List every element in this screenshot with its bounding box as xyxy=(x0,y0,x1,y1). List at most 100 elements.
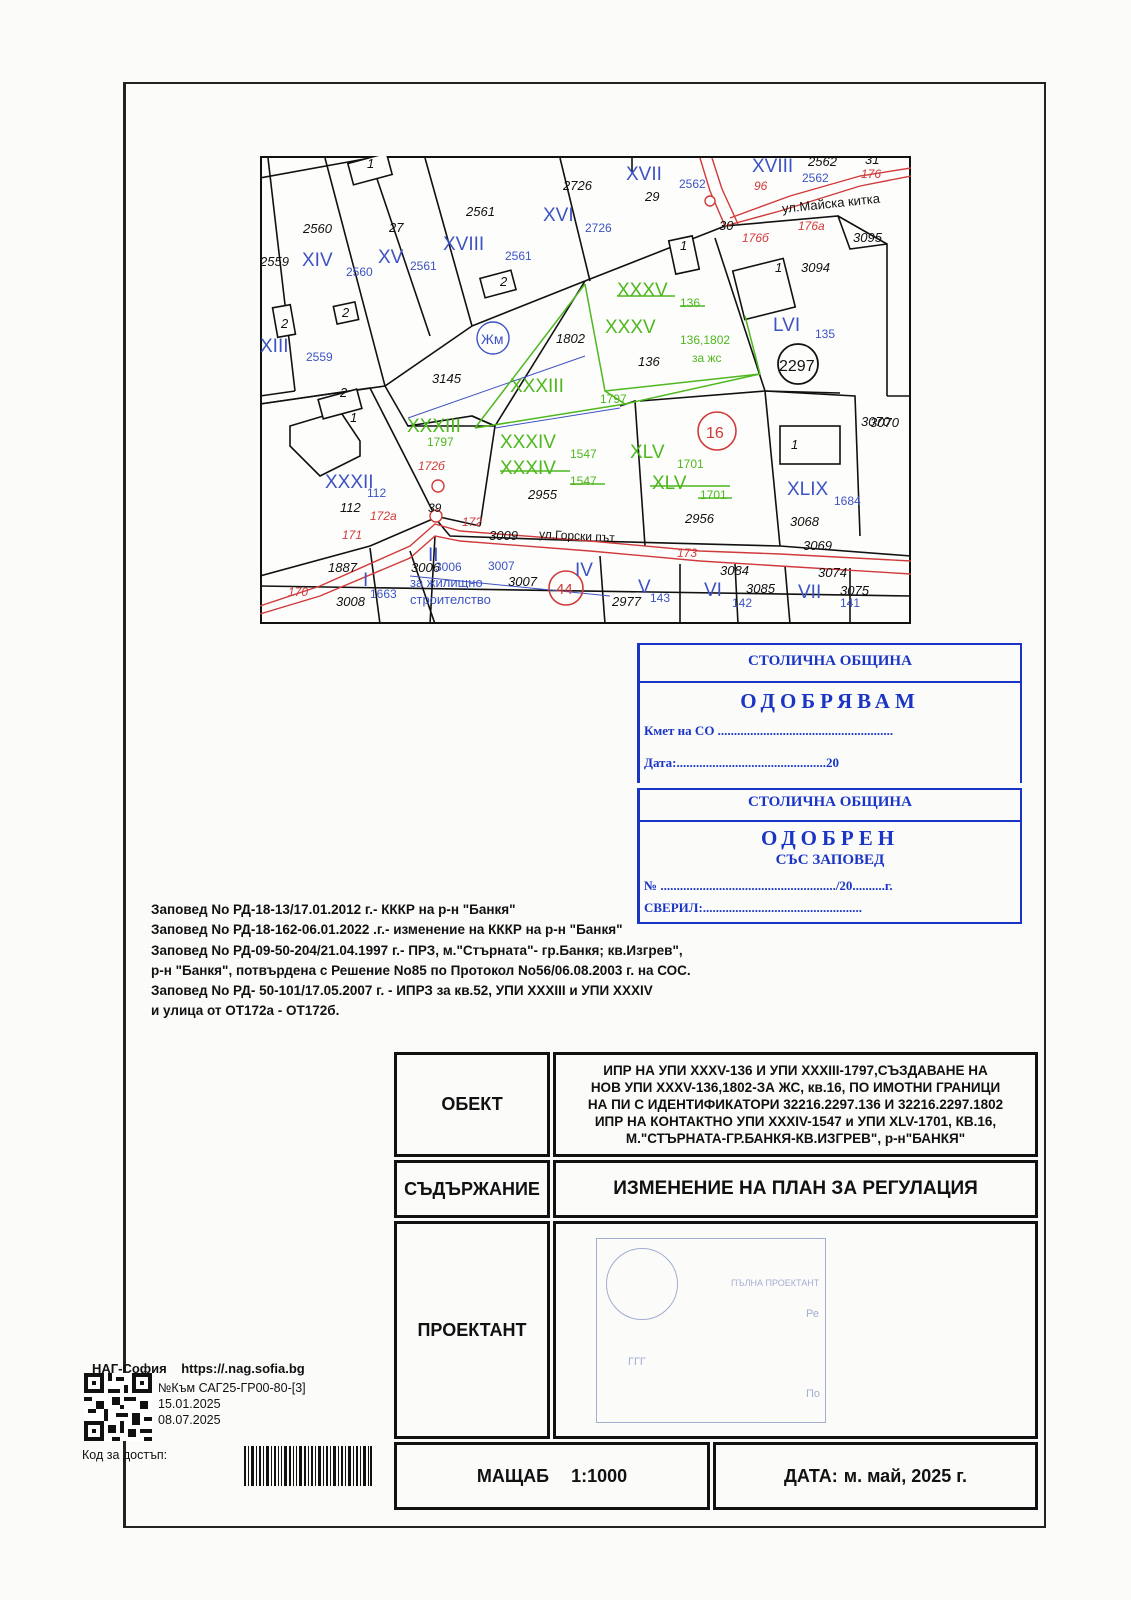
title-block: ОБЕКТ ИПР НА УПИ XXXV-136 И УПИ XXXIII-1… xyxy=(394,1052,1038,1518)
building-number: 1 xyxy=(791,437,798,452)
street-regulation-lines xyxy=(260,157,911,615)
nag-name: НАГ-София xyxy=(92,1361,167,1376)
upi-label-old: XXXIV xyxy=(500,458,556,479)
green-note: за жс xyxy=(692,351,722,365)
building-number: 1 xyxy=(775,260,782,275)
parcel-number: 2562 xyxy=(807,156,838,169)
pin-label: 176б xyxy=(742,231,770,245)
block-number-16: 16 xyxy=(706,425,724,442)
parcel-number: 31 xyxy=(865,156,879,167)
upi-label: XIII xyxy=(260,336,289,357)
mayor-line: Кмет на СО .............................… xyxy=(644,723,894,738)
parcel-number: 2560 xyxy=(302,221,333,236)
zone-label: Жм xyxy=(481,331,504,347)
parcel-boundaries xyxy=(260,157,911,624)
upi-label: II xyxy=(428,545,439,566)
drawing-frame xyxy=(123,82,1046,1528)
upi-subscript: 2560 xyxy=(346,265,373,279)
upi-subscript: 1663 xyxy=(370,587,397,601)
order-line: Заповед No РД- 50-101/17.05.2007 г. - ИП… xyxy=(151,983,653,999)
parcel-number: 3145 xyxy=(432,371,462,386)
building-number: 2 xyxy=(339,385,348,400)
designer-stamp-text: По xyxy=(806,1388,821,1400)
object-description: ИПР НА УПИ XXXV-136 И УПИ XXXIII-1797,СЪ… xyxy=(553,1052,1038,1157)
pin-label: 176 xyxy=(861,167,881,181)
parcel-number: 3070 xyxy=(861,414,891,429)
cadastral-map: 2560 27 2561 2726 29 2562 31 3095 3094 2… xyxy=(260,156,911,624)
access-code-label: Код за достъп: xyxy=(82,1448,168,1462)
upi-label: XVII xyxy=(626,164,662,185)
reg-number: №Към САГ25-ГР00-80-[3] xyxy=(158,1381,306,1395)
strikeouts xyxy=(500,295,732,499)
stamp-action: ОДОБРЕН xyxy=(760,826,900,850)
upi-label-old: XXXV xyxy=(617,280,668,301)
upi-subscript: 2561 xyxy=(505,249,532,263)
pin-label: 171 xyxy=(342,528,362,542)
upi-subscript: 2726 xyxy=(585,221,612,235)
upi-subscript: 1547 xyxy=(570,447,597,461)
parcel-number: 3085 xyxy=(746,581,776,596)
upi-label: V xyxy=(638,577,651,598)
pin-label: 39 xyxy=(428,501,442,515)
upi-subscript: 1547 xyxy=(570,474,597,488)
parcel-number: 27 xyxy=(388,220,404,235)
parcel-number: 1887 xyxy=(328,560,358,575)
zone-circle xyxy=(476,321,510,355)
designer-stamp-text: Ре xyxy=(806,1308,819,1320)
block-number-2297: 2297 xyxy=(779,358,815,375)
upi-subscript: 135 xyxy=(815,327,835,341)
object-line: НА ПИ С ИДЕНТИФИКАТОРИ 32216.2297.136 И … xyxy=(587,1097,1004,1112)
upi-subscript: 2562 xyxy=(802,171,829,185)
upi-subscript: 142 xyxy=(732,596,752,610)
designer-stamp-text: ПЪЛНА ПРОЕКТАНТ xyxy=(731,1278,820,1288)
order-line: Заповед No РД-18-162-06.01.2022 .г.- изм… xyxy=(151,922,623,938)
parcel-number: 29 xyxy=(644,189,659,204)
upi-label: XIV xyxy=(302,250,333,271)
nag-registration: №Към САГ25-ГР00-80-[3] 15.01.2025 08.07.… xyxy=(158,1380,306,1428)
barcode xyxy=(244,1446,372,1486)
building-number: 1 xyxy=(680,238,687,253)
upi-label-old: XXXIII xyxy=(407,416,461,437)
pin-label: 172а xyxy=(370,509,397,523)
stamp-action: ОДОБРЯВАМ xyxy=(740,689,920,713)
designer-box: ГГГ ПЪЛНА ПРОЕКТАНТ Ре По xyxy=(553,1221,1038,1439)
upi-label: VII xyxy=(798,582,821,603)
building-number: 1 xyxy=(350,410,357,425)
block-circle-16 xyxy=(697,411,737,451)
parcel-number: 2955 xyxy=(527,487,558,502)
street-label: ул.Горски път xyxy=(539,527,616,545)
upi-label-new: XXXIII xyxy=(510,376,564,397)
upi-subscript: 2559 xyxy=(306,350,333,364)
housing-note: строителство xyxy=(410,592,491,607)
parcel-number: 2956 xyxy=(684,511,715,526)
parcel-number: 136 xyxy=(638,354,660,369)
designer-stamp-faded: ГГГ ПЪЛНА ПРОЕКТАНТ Ре По xyxy=(596,1238,826,1423)
scale-label: МАЩАБ xyxy=(476,1465,550,1486)
upi-subscript-old: 136 xyxy=(680,296,700,310)
upi-label: XVIII xyxy=(752,156,793,177)
parcel-number: 3070 xyxy=(870,415,900,430)
date-line: Дата:...................................… xyxy=(644,755,839,770)
upi-label-new: XXXV xyxy=(605,317,656,338)
content-label: СЪДЪРЖАНИЕ xyxy=(394,1160,550,1218)
nag-url[interactable]: https://.nag.sofia.bg xyxy=(181,1361,305,1376)
building-number: 2 xyxy=(341,305,350,320)
upi-label: XLIX xyxy=(787,479,829,500)
upi-label: XXXII xyxy=(325,472,374,493)
block-circle-2297 xyxy=(777,343,819,385)
order-line: и улица от ОТ172а - ОТ172б. xyxy=(151,1003,340,1019)
upi-subscript: 112 xyxy=(367,486,386,500)
object-line: М."СТЪРНАТА-ГР.БАНКЯ-КВ.ИЗГРЕВ", р-н"БАН… xyxy=(625,1131,966,1146)
building-number: 1 xyxy=(367,156,374,171)
pin-label: 96 xyxy=(754,179,768,193)
pin-label: 172 xyxy=(462,515,482,529)
date-value: м. май, 2025 г. xyxy=(843,1465,967,1486)
parcel-number: 3006 xyxy=(411,560,441,575)
order-line: р-н "Банкя", потвърдена с Решение No85 п… xyxy=(151,962,691,978)
buildings xyxy=(271,156,841,477)
parcel-number: 30 xyxy=(719,218,734,233)
upi-label: XVIII xyxy=(443,234,484,255)
parcel-number: 2561 xyxy=(465,204,495,219)
upi-label: IV xyxy=(575,560,593,581)
upi-subscript: 1701 xyxy=(677,457,704,471)
